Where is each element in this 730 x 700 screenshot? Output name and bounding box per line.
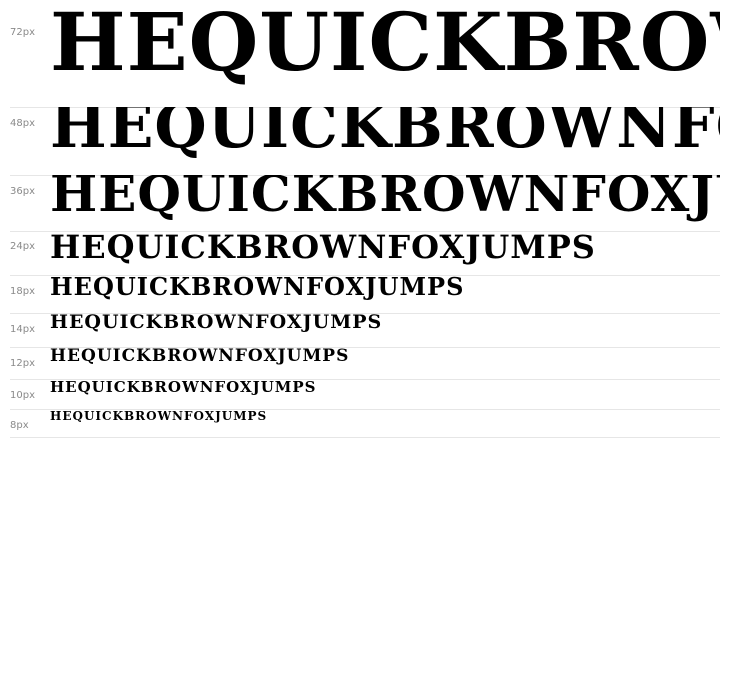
sample-text: HEQUICKBROWNFOXJUMPS — [50, 275, 465, 301]
sample-text: HEQUICKBROWNFOXJUMPS — [50, 409, 268, 423]
preview-row-18: 18px HEQUICKBROWNFOXJUMPS — [10, 275, 720, 314]
preview-row-10: 10px HEQUICKBROWNFOXJUMPS — [10, 379, 720, 410]
size-label: 14px — [10, 324, 35, 335]
size-label: 12px — [10, 358, 35, 369]
sample-text: HEQUICKBROWNFOXJUMPS — [50, 379, 317, 396]
preview-row-24: 24px HEQUICKBROWNFOXJUMPS — [10, 231, 720, 276]
size-label: 48px — [10, 118, 35, 129]
preview-row-72: 72px HEQUICKBROWNFOXJUMPS — [10, 0, 720, 108]
preview-row-14: 14px HEQUICKBROWNFOXJUMPS — [10, 313, 720, 348]
sample-text: HEQUICKBROWNFOXJUMPS — [50, 107, 720, 162]
sample-text: HEQUICKBROWNFOXJUMPS — [50, 313, 383, 333]
sample-text: HEQUICKBROWNFOXJUMPS — [50, 0, 720, 89]
size-label: 36px — [10, 186, 35, 197]
preview-row-36: 36px HEQUICKBROWNFOXJUMPS — [10, 175, 720, 232]
preview-row-48: 48px HEQUICKBROWNFOXJUMPS — [10, 107, 720, 176]
size-label: 72px — [10, 27, 35, 38]
preview-row-12: 12px HEQUICKBROWNFOXJUMPS — [10, 347, 720, 380]
size-label: 24px — [10, 241, 35, 252]
sample-text: HEQUICKBROWNFOXJUMPS — [50, 231, 596, 266]
sample-text: HEQUICKBROWNFOXJUMPS — [50, 347, 350, 366]
preview-row-8: 8px HEQUICKBROWNFOXJUMPS — [10, 409, 720, 438]
size-label: 8px — [10, 420, 29, 431]
size-label: 10px — [10, 390, 35, 401]
sample-text: HEQUICKBROWNFOXJUMPS — [50, 175, 720, 223]
size-label: 18px — [10, 286, 35, 297]
